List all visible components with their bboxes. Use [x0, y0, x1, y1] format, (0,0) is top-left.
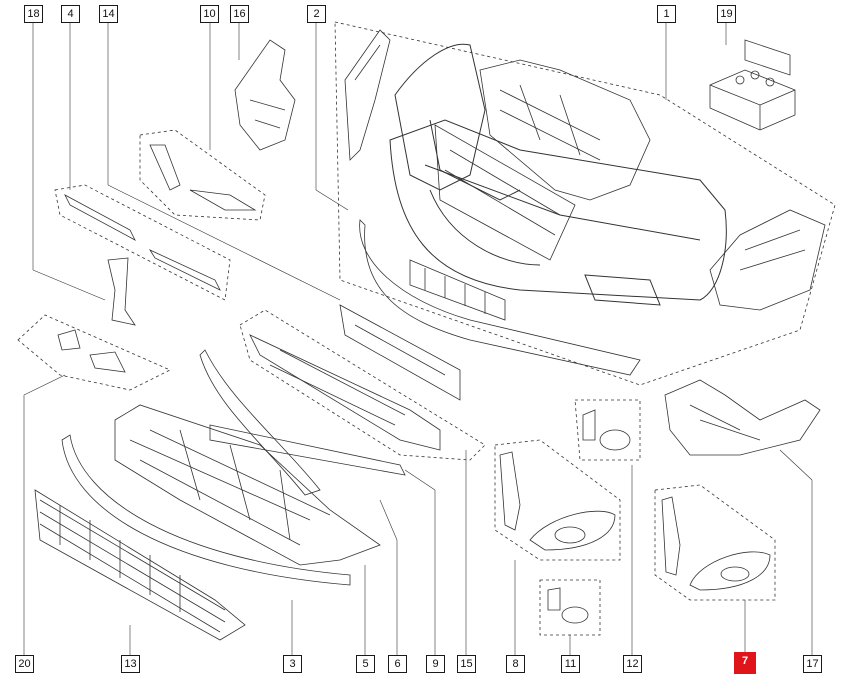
part-5-undertray [114, 404, 381, 566]
part-13-lower-grille [34, 489, 246, 641]
callout-2[interactable]: 2 [307, 5, 326, 23]
upper-grille [434, 124, 576, 261]
callout-9[interactable]: 9 [426, 655, 445, 673]
callout-3[interactable]: 3 [283, 655, 302, 673]
callout-15[interactable]: 15 [457, 655, 476, 673]
callout-13[interactable]: 13 [121, 655, 140, 673]
part-4-strips [64, 194, 221, 291]
part-19-kit-box [709, 39, 796, 131]
callout-17[interactable]: 17 [803, 655, 822, 673]
callout-4[interactable]: 4 [61, 5, 80, 23]
callout-1[interactable]: 1 [657, 5, 676, 23]
part-11-fog-ring [547, 587, 589, 624]
lower-lip [359, 219, 641, 376]
callout-6[interactable]: 6 [388, 655, 407, 673]
part-16-bracket [234, 39, 296, 151]
part-20-clips [57, 329, 126, 373]
part-7-fog-bezel [661, 496, 771, 591]
part-18-bracket [107, 257, 136, 326]
impact-absorber [479, 59, 651, 201]
callout-10[interactable]: 10 [200, 5, 219, 23]
group-outlines [17, 21, 836, 636]
part-3-lip [61, 434, 351, 586]
callout-19[interactable]: 19 [717, 5, 736, 23]
callout-7-selected[interactable]: 7 [734, 652, 756, 674]
callout-14[interactable]: 14 [99, 5, 118, 23]
callout-8[interactable]: 8 [506, 655, 525, 673]
callout-11[interactable]: 11 [561, 655, 580, 673]
bracket-right [709, 209, 826, 311]
callout-20[interactable]: 20 [15, 655, 34, 673]
callout-16[interactable]: 16 [230, 5, 249, 23]
part-12-fog-ring [582, 409, 631, 451]
leader-lines [23, 23, 813, 655]
part-10-trims [149, 144, 257, 211]
front-bumper-cover [389, 43, 727, 306]
part-6-strip [209, 424, 406, 476]
callout-18[interactable]: 18 [24, 5, 43, 23]
part-14-support [339, 304, 461, 401]
callout-5[interactable]: 5 [356, 655, 375, 673]
part-15-crossmember [249, 334, 441, 451]
part-17-bracket [664, 379, 821, 456]
callout-12[interactable]: 12 [623, 655, 642, 673]
part-9-strip [199, 349, 321, 496]
lower-grille-bracket [409, 259, 506, 321]
part-8-fog-bezel [499, 451, 616, 551]
bracket-left [344, 29, 391, 161]
